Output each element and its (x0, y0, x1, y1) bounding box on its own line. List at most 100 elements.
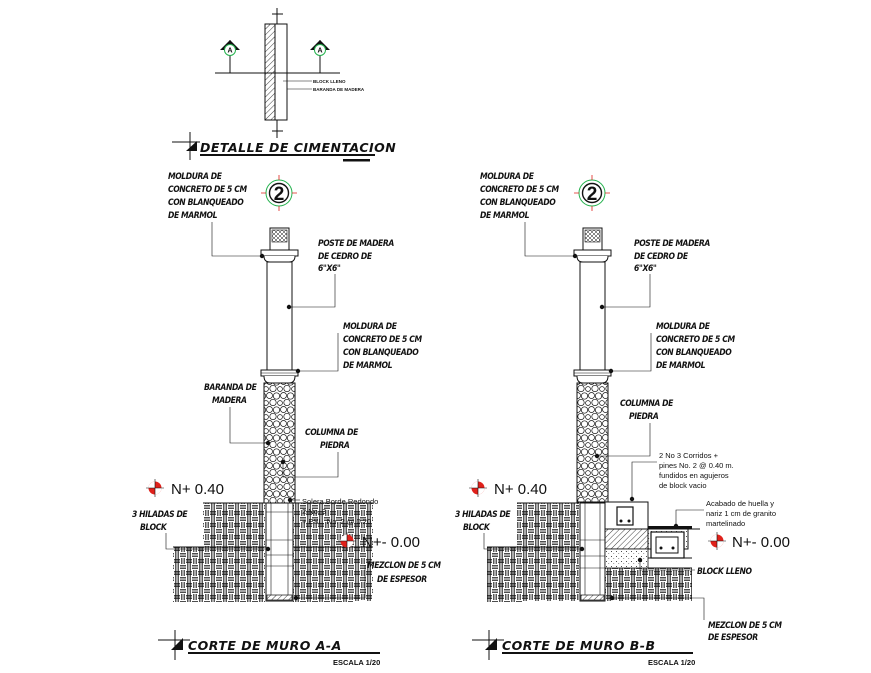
section-bb: 2 MOLDURA DE CONCRETO DE 5 CM CON BLANQU… (455, 172, 790, 667)
svg-text:MOLDURA DE: MOLDURA DE (656, 322, 711, 332)
section-aa: 2 MOLDURA DE CONCRETO DE 5 CM CON BLANQU… (132, 172, 442, 667)
svg-text:CONCRETO DE 5 CM: CONCRETO DE 5 CM (343, 335, 422, 345)
svg-text:3 HILADAS DE: 3 HILADAS DE (132, 510, 188, 520)
section-marker-right-label: A (317, 48, 322, 55)
label-block-lleno: BLOCK LLENO (313, 79, 346, 84)
svg-text:COLUMNA DE: COLUMNA DE (305, 428, 359, 438)
svg-text:CON BLANQUEADO: CON BLANQUEADO (168, 198, 244, 208)
svg-text:MEZCLON DE 5 CM: MEZCLON DE 5 CM (367, 561, 441, 571)
svg-text:N+ 0.40: N+ 0.40 (171, 481, 224, 498)
note-block-lleno-bb: BLOCK LLENO (637, 557, 753, 577)
svg-text:CON BLANQUEADO: CON BLANQUEADO (343, 348, 419, 358)
section-marker-right: A (310, 40, 330, 56)
block-wall-hatch (264, 23, 276, 121)
note-poste-bb: POSTE DE MADERA DE CEDRO DE 6"X6" (599, 239, 711, 310)
note-moldura-top-aa: MOLDURA DE CONCRETO DE 5 CM CON BLANQUEA… (168, 172, 265, 259)
label-baranda: BARANDA DE MADERA (313, 87, 365, 92)
note-moldura-mid-bb: MOLDURA DE CONCRETO DE 5 CM CON BLANQUEA… (608, 322, 736, 374)
svg-text:PIEDRA: PIEDRA (629, 412, 659, 422)
svg-text:CONCRETO DE 5 CM: CONCRETO DE 5 CM (656, 335, 735, 345)
note-hiladas-aa: 3 HILADAS DE BLOCK (132, 510, 271, 552)
svg-text:MOLDURA DE: MOLDURA DE (480, 172, 535, 182)
svg-text:DE ESPESOR: DE ESPESOR (377, 575, 427, 585)
note-poste-aa: POSTE DE MADERA DE CEDRO DE 6"X6" (286, 239, 395, 310)
note-moldura-top-bb: MOLDURA DE CONCRETO DE 5 CM CON BLANQUEA… (480, 172, 578, 259)
masonry-left-bb (517, 503, 579, 601)
svg-text:fundidos en agujeros: fundidos en agujeros (659, 471, 729, 480)
svg-text:MEZCLON DE 5 CM: MEZCLON DE 5 CM (708, 621, 782, 631)
svg-text:MOLDURA DE: MOLDURA DE (343, 322, 398, 332)
section-title-block-bb: CORTE DE MURO B-B ESCALA 1/20 (472, 630, 695, 667)
svg-text:CON BLANQUEADO: CON BLANQUEADO (480, 198, 556, 208)
note-acabado-bb: Acabado de huella y nariz 1 cm de granit… (673, 499, 776, 529)
detail-number-bb: 2 (587, 184, 598, 205)
note-columna-bb: COLUMNA DE PIEDRA (594, 399, 674, 459)
wood-rail-section (274, 23, 288, 121)
svg-text:+ ESL. No. 2 @ 0.20: + ESL. No. 2 @ 0.20 (302, 517, 371, 526)
level-lower-bb: N+- 0.00 (707, 531, 790, 551)
note-solera-aa: Solera Borde Redondo 2 No. 3 + ESL. No. … (287, 497, 378, 526)
svg-text:de block vacio: de block vacio (659, 481, 707, 490)
svg-text:2 No. 3: 2 No. 3 (302, 507, 326, 516)
svg-text:DE MARMOL: DE MARMOL (480, 211, 530, 221)
scale-bb: ESCALA 1/20 (648, 658, 695, 667)
svg-text:N+- 0.00: N+- 0.00 (362, 534, 420, 551)
svg-text:martelinado: martelinado (706, 519, 745, 528)
foundation-core-bb (579, 502, 606, 602)
svg-text:CONCRETO DE 5 CM: CONCRETO DE 5 CM (168, 185, 247, 195)
wood-post-aa (266, 261, 293, 371)
stone-column-bb (576, 382, 609, 503)
foundation-core-aa (265, 502, 294, 602)
section-marker-left-label: A (227, 48, 232, 55)
top-foundation-detail: A A BLOCK LLENO BARANDA DE MADERA DETALL… (172, 8, 396, 162)
masonry-right-bb (604, 568, 692, 601)
detail-title-block: DETALLE DE CIMENTACION (172, 132, 396, 162)
svg-text:DE CEDRO DE: DE CEDRO DE (634, 252, 689, 262)
level-upper-bb: N+ 0.40 (468, 478, 547, 498)
svg-text:DE ESPESOR: DE ESPESOR (708, 633, 758, 643)
svg-text:POSTE DE MADERA: POSTE DE MADERA (634, 239, 710, 249)
svg-text:6"X6": 6"X6" (318, 264, 341, 274)
svg-text:PIEDRA: PIEDRA (320, 441, 350, 451)
note-mezclon-bb: MEZCLON DE 5 CM DE ESPESOR (609, 595, 783, 643)
svg-text:3 HILADAS DE: 3 HILADAS DE (455, 510, 511, 520)
svg-text:BLOCK LLENO: BLOCK LLENO (697, 567, 752, 577)
svg-text:CON BLANQUEADO: CON BLANQUEADO (656, 348, 732, 358)
note-mezclon-aa: MEZCLON DE 5 CM DE ESPESOR (293, 561, 442, 601)
svg-text:BLOCK: BLOCK (140, 523, 168, 533)
svg-text:Solera Borde Redondo: Solera Borde Redondo (302, 497, 378, 506)
svg-text:POSTE DE MADERA: POSTE DE MADERA (318, 239, 394, 249)
note-moldura-mid-aa: MOLDURA DE CONCRETO DE 5 CM CON BLANQUEA… (295, 322, 423, 374)
svg-text:COLUMNA DE: COLUMNA DE (620, 399, 674, 409)
level-lower-aa: N+- 0.00 (337, 531, 420, 551)
svg-text:2 No 3 Corridos +: 2 No 3 Corridos + (659, 451, 719, 460)
svg-text:MADERA: MADERA (212, 396, 247, 406)
section-title-block-aa: CORTE DE MURO A-A ESCALA 1/20 (158, 630, 380, 667)
svg-text:6"X6": 6"X6" (634, 264, 657, 274)
detail-title: DETALLE DE CIMENTACION (200, 140, 396, 155)
svg-text:pines No. 2 @ 0.40 m.: pines No. 2 @ 0.40 m. (659, 461, 734, 470)
svg-text:CONCRETO DE 5 CM: CONCRETO DE 5 CM (480, 185, 559, 195)
svg-text:N+- 0.00: N+- 0.00 (732, 534, 790, 551)
svg-text:DE CEDRO DE: DE CEDRO DE (318, 252, 373, 262)
svg-text:nariz 1 cm de granito: nariz 1 cm de granito (706, 509, 776, 518)
svg-text:BLOCK: BLOCK (463, 523, 491, 533)
note-columna-aa: COLUMNA DE PIEDRA (280, 428, 359, 478)
note-baranda-aa: BARANDA DE MADERA (204, 383, 271, 446)
svg-text:DE MARMOL: DE MARMOL (656, 361, 706, 371)
scale-aa: ESCALA 1/20 (333, 658, 380, 667)
svg-text:MOLDURA DE: MOLDURA DE (168, 172, 223, 182)
section-marker-left: A (220, 40, 240, 56)
svg-text:DE MARMOL: DE MARMOL (168, 211, 218, 221)
svg-text:BARANDA DE: BARANDA DE (204, 383, 258, 393)
wood-post-bb (579, 261, 606, 371)
level-upper-aa: N+ 0.40 (145, 478, 224, 498)
note-corridos-bb: 2 No 3 Corridos + pines No. 2 @ 0.40 m. … (629, 451, 734, 502)
svg-text:DE MARMOL: DE MARMOL (343, 361, 393, 371)
section-title-aa: CORTE DE MURO A-A (188, 638, 342, 653)
svg-text:N+ 0.40: N+ 0.40 (494, 481, 547, 498)
note-hiladas-bb: 3 HILADAS DE BLOCK (455, 510, 585, 552)
svg-text:Acabado de huella y: Acabado de huella y (706, 499, 774, 508)
section-title-bb: CORTE DE MURO B-B (502, 638, 655, 653)
